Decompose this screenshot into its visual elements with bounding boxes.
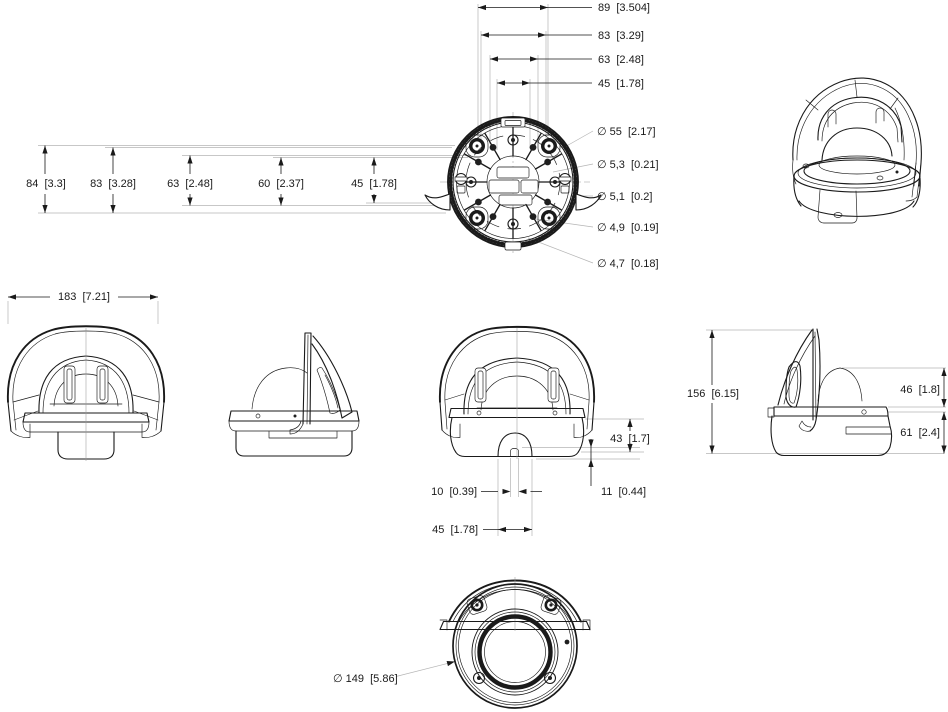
bottom-lens-window bbox=[471, 608, 559, 696]
dim-label-63mm-top: 63 [2.48] bbox=[598, 54, 644, 66]
dim-label-156mm: 156 [6.15] bbox=[687, 388, 739, 400]
dim-label-10mm: 10 [0.39] bbox=[431, 486, 477, 498]
bottom-diameter-leader bbox=[395, 658, 456, 677]
dim-label-63mm-left: 63 [2.48] bbox=[167, 178, 213, 190]
iso-dome bbox=[818, 127, 896, 175]
iso-shield bbox=[792, 77, 922, 202]
dim-label-89mm: 89 [3.504] bbox=[598, 2, 650, 14]
dia-label-55mm: ∅ 55 [2.17] bbox=[597, 126, 656, 138]
dimension-labels: 89 [3.504] 83 [3.29] 63 [2.48] 45 [1.78]… bbox=[26, 2, 940, 685]
dia-label-5-1mm: ∅ 5,1 [0.2] bbox=[597, 191, 652, 203]
dim-label-45mm-bottom: 45 [1.78] bbox=[432, 524, 478, 536]
bottom-view bbox=[395, 577, 591, 709]
rear-base bbox=[448, 328, 586, 459]
iso-shield-opening bbox=[817, 96, 903, 143]
rear-view bbox=[439, 325, 595, 459]
plate-center-hub bbox=[486, 155, 540, 209]
plate-top-notch bbox=[500, 117, 526, 251]
front-base bbox=[22, 328, 150, 461]
dim-label-43mm: 43 [1.7] bbox=[610, 433, 650, 445]
side-shield-fin bbox=[777, 328, 821, 432]
mounting-plate-top-view bbox=[424, 112, 602, 255]
extension-lines bbox=[7, 4, 946, 536]
bottom-shield-screws bbox=[466, 595, 562, 615]
rear-shield-outline bbox=[439, 325, 595, 439]
dim-label-61mm: 61 [2.4] bbox=[900, 427, 940, 439]
dimension-lines bbox=[8, 4, 947, 533]
bottom-face-screws bbox=[472, 639, 570, 685]
plate-mounting-wings bbox=[424, 193, 602, 211]
dim-label-46mm: 46 [1.8] bbox=[900, 384, 940, 396]
dim-label-83mm-top: 83 [3.29] bbox=[598, 30, 644, 42]
dim-label-84mm: 84 [3.3] bbox=[26, 178, 66, 190]
dia-label-5-3mm: ∅ 5,3 [0.21] bbox=[597, 159, 659, 171]
back-shield-fin bbox=[289, 332, 353, 435]
iso-base bbox=[793, 157, 921, 224]
bottom-visor bbox=[439, 577, 591, 631]
dim-label-11mm: 11 [0.44] bbox=[601, 486, 646, 498]
dim-label-60mm: 60 [2.37] bbox=[258, 178, 304, 190]
dim-label-183mm: 183 [7.21] bbox=[58, 291, 110, 303]
plate-grommet-holes bbox=[475, 144, 551, 221]
side-dome bbox=[817, 367, 863, 402]
dia-label-4-9mm: ∅ 4,9 [0.19] bbox=[597, 222, 659, 234]
side-view bbox=[767, 328, 893, 457]
back-dome bbox=[251, 367, 308, 410]
bottom-body-rings bbox=[452, 583, 578, 709]
dim-label-83mm-left: 83 [3.28] bbox=[90, 178, 136, 190]
dia-label-4-7mm: ∅ 4,7 [0.18] bbox=[597, 258, 659, 270]
back-base bbox=[228, 410, 360, 457]
back-view bbox=[228, 332, 360, 457]
front-view bbox=[7, 325, 165, 461]
plate-screw-bosses bbox=[465, 134, 561, 230]
front-clamp-tabs bbox=[63, 365, 109, 404]
dia-label-149mm: ∅ 149 [5.86] bbox=[333, 673, 398, 685]
dim-label-45mm-left: 45 [1.78] bbox=[351, 178, 397, 190]
side-base bbox=[767, 406, 893, 457]
rear-clamp-tabs bbox=[474, 367, 560, 403]
isometric-view bbox=[792, 77, 922, 224]
plate-side-tabs bbox=[454, 172, 572, 194]
dim-label-45mm-top: 45 [1.78] bbox=[598, 78, 644, 90]
